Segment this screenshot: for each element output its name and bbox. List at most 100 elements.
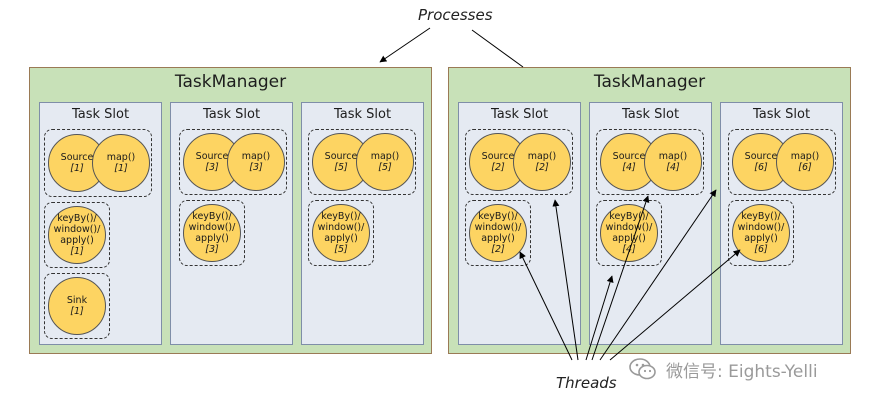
source-map-group: Source [5] map() [5] [308, 129, 416, 195]
map-operator: map() [2] [513, 133, 571, 191]
task-manager-1: TaskManager Task Slot Source [1] map() [… [29, 67, 432, 354]
keyby-window-apply-group: keyBy()/ window()/ apply() [1] [44, 202, 110, 268]
sink-operator: Sink [1] [48, 277, 106, 335]
map-operator: map() [1] [92, 134, 150, 192]
operator-label: keyBy()/ [321, 211, 361, 222]
operator-label: Source [60, 152, 94, 163]
threads-arrow-2 [552, 199, 579, 361]
task-slot-6: Task Slot Source [6] map() [6] keyBy()/ … [720, 102, 843, 345]
processes-label: Processes [418, 6, 493, 24]
operator-index: [2] [535, 162, 549, 173]
operator-label: apply() [195, 233, 229, 244]
operator-label: map() [241, 151, 271, 162]
threads-arrow-5 [599, 189, 717, 361]
operator-label: apply() [324, 233, 358, 244]
map-operator: map() [4] [644, 133, 702, 191]
operator-label: map() [658, 151, 688, 162]
threads-label: Threads [556, 374, 617, 392]
source-map-group: Source [4] map() [4] [596, 129, 704, 195]
operator-index: [1] [70, 163, 84, 174]
operator-label: window()/ [317, 222, 365, 233]
operator-index: [2] [491, 244, 505, 255]
task-slot-2: Task Slot Source [2] map() [2] keyBy()/ … [458, 102, 581, 345]
keyby-window-apply-operator: keyBy()/ window()/ apply() [3] [183, 204, 241, 262]
operator-label: window()/ [53, 224, 101, 235]
keyby-window-apply-operator: keyBy()/ window()/ apply() [5] [312, 204, 370, 262]
operator-index: [4] [666, 162, 680, 173]
keyby-window-apply-operator: keyBy()/ window()/ apply() [1] [48, 206, 106, 264]
operator-label: window()/ [188, 222, 236, 233]
operator-index: [4] [622, 162, 636, 173]
operator-label: Source [195, 151, 229, 162]
processes-arrow-right [471, 29, 524, 68]
operator-label: apply() [612, 233, 646, 244]
source-operator: Source [4] [600, 133, 658, 191]
operator-label: Source [744, 151, 778, 162]
task-slot-title: Task Slot [621, 107, 680, 122]
operator-index: [6] [798, 162, 812, 173]
operator-index: [1] [70, 306, 84, 317]
operator-label: map() [370, 151, 400, 162]
operator-index: [1] [114, 163, 128, 174]
operator-label: keyBy()/ [57, 213, 97, 224]
operator-index: [3] [249, 162, 263, 173]
operator-index: [2] [491, 162, 505, 173]
sink-group: Sink [1] [44, 273, 110, 339]
keyby-window-apply-operator: keyBy()/ window()/ apply() [2] [469, 204, 527, 262]
keyby-window-apply-group: keyBy()/ window()/ apply() [6] [728, 200, 794, 266]
task-manager-title: TaskManager [593, 72, 706, 92]
task-slot-title: Task Slot [71, 107, 130, 122]
source-map-group: Source [3] map() [3] [179, 129, 287, 195]
threads-arrow-1 [519, 251, 573, 361]
task-slot-3: Task Slot Source [3] map() [3] keyBy()/ … [170, 102, 293, 345]
operator-index: [3] [205, 162, 219, 173]
threads-arrow-4 [591, 195, 650, 361]
operator-label: apply() [481, 233, 515, 244]
operator-index: [4] [622, 244, 636, 255]
operator-index: [5] [334, 244, 348, 255]
keyby-window-apply-group: keyBy()/ window()/ apply() [3] [179, 200, 245, 266]
task-slot-5: Task Slot Source [5] map() [5] keyBy()/ … [301, 102, 424, 345]
task-manager-title: TaskManager [174, 72, 287, 92]
operator-label: Source [612, 151, 646, 162]
task-slot-title: Task Slot [202, 107, 261, 122]
source-map-group: Source [2] map() [2] [465, 129, 573, 195]
operator-label: Source [324, 151, 358, 162]
operator-label: window()/ [605, 222, 653, 233]
operator-index: [6] [754, 162, 768, 173]
operator-label: window()/ [737, 222, 785, 233]
task-slot-1: Task Slot Source [1] map() [1] keyBy()/ … [39, 102, 162, 345]
threads-arrow-6 [609, 249, 741, 361]
operator-label: keyBy()/ [609, 211, 649, 222]
keyby-window-apply-group: keyBy()/ window()/ apply() [2] [465, 200, 531, 266]
keyby-window-apply-group: keyBy()/ window()/ apply() [5] [308, 200, 374, 266]
operator-label: keyBy()/ [741, 211, 781, 222]
operator-index: [6] [754, 244, 768, 255]
threads-arrow-3 [585, 275, 614, 361]
operator-index: [1] [70, 246, 84, 257]
operator-label: keyBy()/ [478, 211, 518, 222]
operator-label: map() [790, 151, 820, 162]
source-map-group: Source [6] map() [6] [728, 129, 836, 195]
watermark: 微信号: Eights-Yelli [628, 352, 886, 386]
operator-label: apply() [744, 233, 778, 244]
operator-label: Sink [66, 295, 88, 306]
wechat-icon [629, 358, 656, 380]
map-operator: map() [5] [356, 133, 414, 191]
map-operator: map() [6] [776, 133, 834, 191]
task-slot-title: Task Slot [333, 107, 392, 122]
operator-label: map() [106, 152, 136, 163]
keyby-window-apply-operator: keyBy()/ window()/ apply() [6] [732, 204, 790, 262]
task-slot-title: Task Slot [490, 107, 549, 122]
operator-index: [5] [378, 162, 392, 173]
task-slot-title: Task Slot [752, 107, 811, 122]
processes-arrow-left [379, 27, 431, 63]
source-map-group: Source [1] map() [1] [44, 129, 152, 197]
map-operator: map() [3] [227, 133, 285, 191]
operator-index: [3] [205, 244, 219, 255]
operator-label: map() [527, 151, 557, 162]
operator-label: window()/ [474, 222, 522, 233]
operator-label: apply() [60, 235, 94, 246]
operator-label: keyBy()/ [192, 211, 232, 222]
